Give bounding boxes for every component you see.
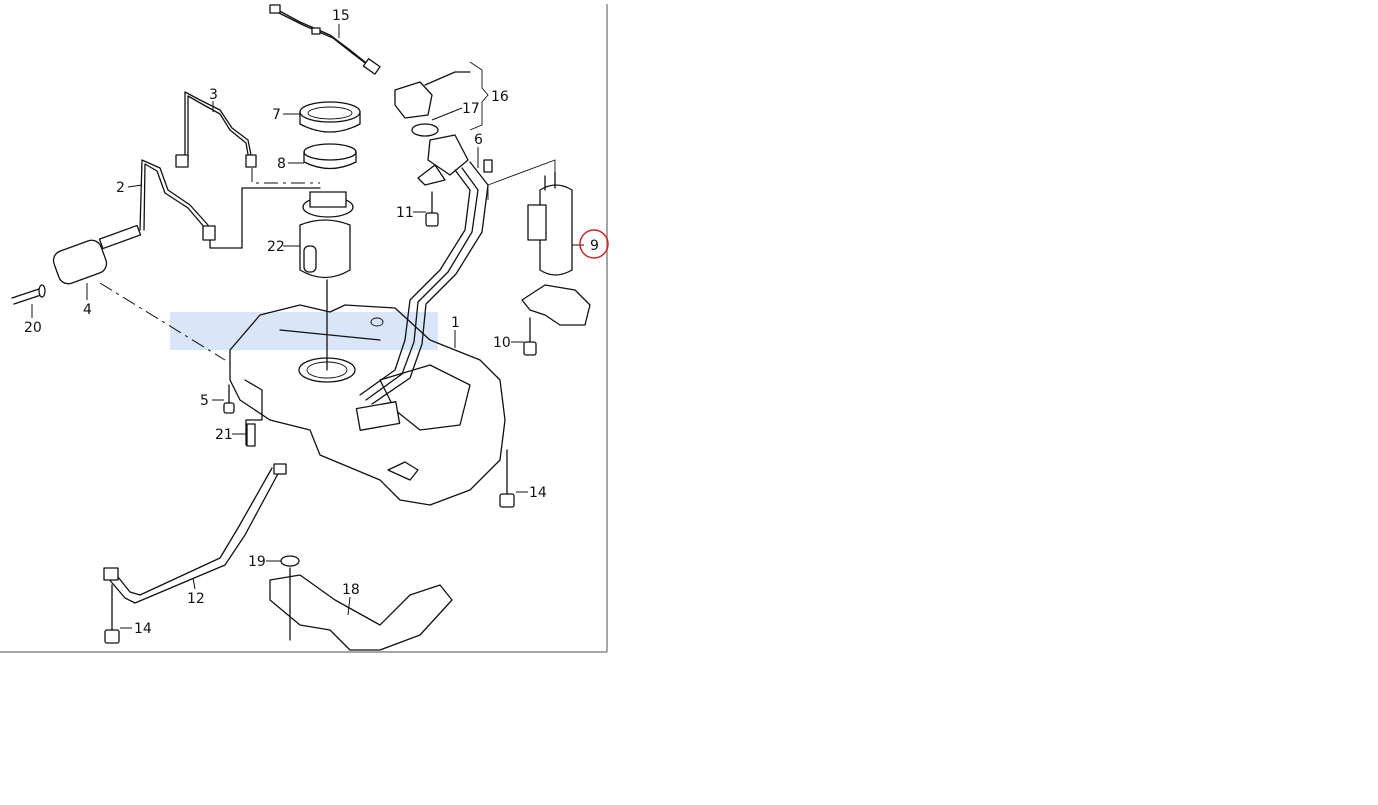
label-14-strap[interactable]: 14 [134,621,152,637]
label-15[interactable]: 15 [332,8,350,24]
part-5-screw[interactable] [223,379,263,446]
part-7-locking-ring[interactable] [299,101,361,133]
part-3-fuel-line[interactable] [175,91,257,168]
label-18[interactable]: 18 [342,582,360,598]
label-9[interactable]: 9 [590,238,599,254]
label-8[interactable]: 8 [277,156,286,172]
highlight-circle-part-9 [579,229,609,259]
part-6-filler-neck[interactable] [359,134,493,405]
label-17[interactable]: 17 [462,101,480,117]
part-4-fuel-filter[interactable] [11,224,226,361]
part-10-screw[interactable] [523,317,537,356]
label-12[interactable]: 12 [187,591,205,607]
label-14-tank[interactable]: 14 [529,485,547,501]
label-4[interactable]: 4 [83,302,92,318]
part-14-screw-strap[interactable] [104,584,120,644]
leader-lines [31,24,584,629]
part-17-seal-ring[interactable] [411,123,439,137]
label-16[interactable]: 16 [491,89,509,105]
part-1-fuel-tank[interactable] [229,304,506,506]
part-21-rubber-pad[interactable] [246,423,256,447]
label-19[interactable]: 19 [248,554,266,570]
part-2-fuel-line[interactable] [139,159,321,249]
label-1[interactable]: 1 [451,315,460,331]
label-6[interactable]: 6 [474,132,483,148]
label-11[interactable]: 11 [396,205,414,221]
label-21[interactable]: 21 [215,427,233,443]
label-22[interactable]: 22 [267,239,285,255]
part-9-carbon-canister[interactable] [487,159,591,326]
label-2[interactable]: 2 [116,180,125,196]
part-12-tank-strap[interactable] [103,463,287,604]
part-16-sender-unit[interactable] [394,61,489,131]
part-15-wiring-harness[interactable] [269,4,381,75]
part-18-heat-shield[interactable] [269,567,453,651]
part-22-fuel-pump[interactable] [299,191,354,371]
part-11-screw[interactable] [425,191,439,227]
watermark [170,312,438,350]
label-7[interactable]: 7 [272,107,281,123]
label-10[interactable]: 10 [493,335,511,351]
part-8-seal[interactable] [303,143,357,170]
label-3[interactable]: 3 [209,87,218,103]
part-19-clip[interactable] [280,555,300,567]
part-14-screw-tank[interactable] [499,449,515,508]
label-20[interactable]: 20 [24,320,42,336]
label-5[interactable]: 5 [200,393,209,409]
